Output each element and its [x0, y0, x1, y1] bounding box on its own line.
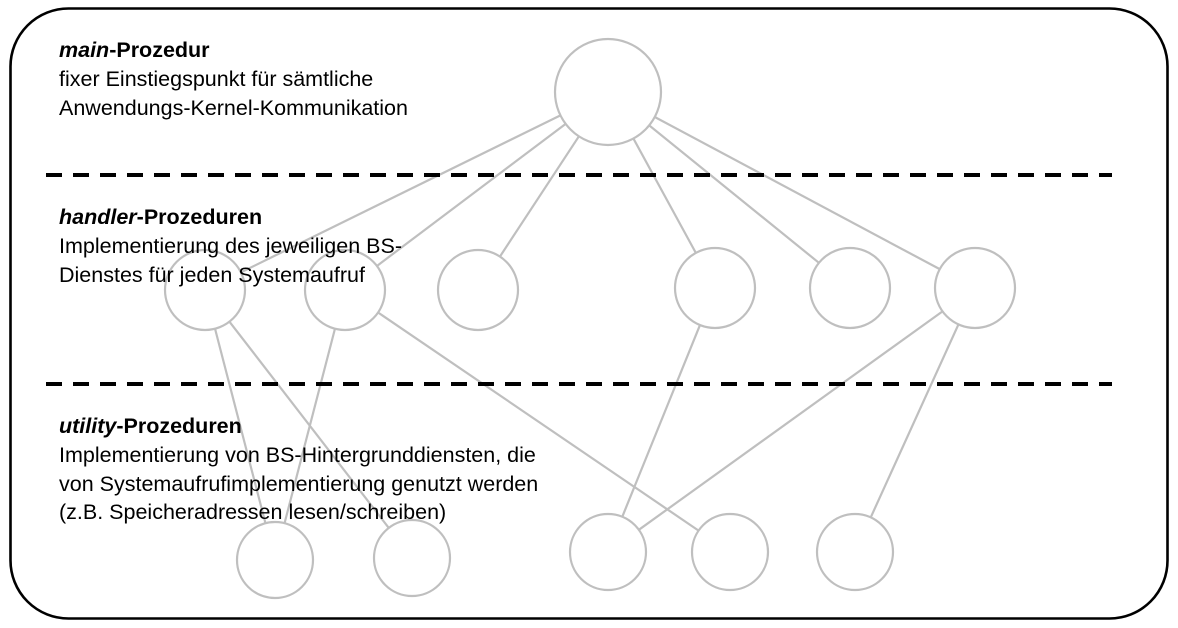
graph-edge	[499, 135, 580, 258]
tier-label-handler: handler-Prozeduren Implementierung des j…	[59, 203, 402, 289]
tier-keyword-main: main	[59, 38, 110, 62]
tier-title-utility: utility-Prozeduren	[59, 412, 538, 440]
tier-label-main: main-Prozedur fixer Einstiegspunkt für s…	[59, 36, 408, 122]
graph-edge	[632, 137, 697, 254]
graph-edge	[283, 328, 337, 524]
graph-node-m1[interactable]	[553, 37, 663, 147]
edge-layer	[213, 114, 960, 532]
divider-layer	[46, 173, 1112, 386]
tier-suffix-handler: -Prozeduren	[136, 205, 263, 229]
graph-edge	[240, 114, 561, 274]
tier-description-main: fixer Einstiegspunkt für sämtliche Anwen…	[59, 67, 408, 120]
graph-edge	[869, 323, 960, 518]
graph-node-u5[interactable]	[815, 512, 895, 592]
graph-edge	[648, 124, 820, 264]
graph-edge	[376, 122, 567, 267]
graph-node-h4[interactable]	[673, 246, 757, 330]
graph-node-h6[interactable]	[933, 246, 1017, 330]
tier-suffix-utility: -Prozeduren	[116, 414, 242, 438]
graph-edge	[377, 311, 700, 532]
graph-edge	[213, 328, 267, 524]
graph-node-h5[interactable]	[808, 246, 892, 330]
graph-node-u4[interactable]	[690, 512, 770, 592]
tier-label-utility: utility-Prozeduren Implementierung von B…	[59, 412, 538, 527]
tier-title-handler: handler-Prozeduren	[59, 203, 402, 231]
node-layer	[163, 37, 1017, 600]
tier-suffix-main: -Prozedur	[109, 38, 210, 62]
graph-node-u3[interactable]	[568, 512, 648, 592]
graph-edge	[654, 115, 941, 271]
tier-keyword-utility: utility	[59, 414, 117, 438]
graph-edge	[621, 324, 701, 518]
tier-keyword-handler: handler	[59, 205, 137, 229]
graph-node-h1[interactable]	[163, 248, 247, 332]
graph-edge	[638, 310, 944, 531]
tier-description-handler: Implementierung des jeweiligen BS- Diens…	[59, 234, 402, 287]
tier-title-main: main-Prozedur	[59, 36, 408, 64]
tier-description-utility: Implementierung von BS-Hintergrunddienst…	[59, 443, 539, 524]
graph-node-u2[interactable]	[372, 518, 452, 598]
graph-node-h3[interactable]	[436, 248, 520, 332]
graph-node-h2[interactable]	[303, 248, 387, 332]
graph-node-u1[interactable]	[235, 520, 315, 600]
